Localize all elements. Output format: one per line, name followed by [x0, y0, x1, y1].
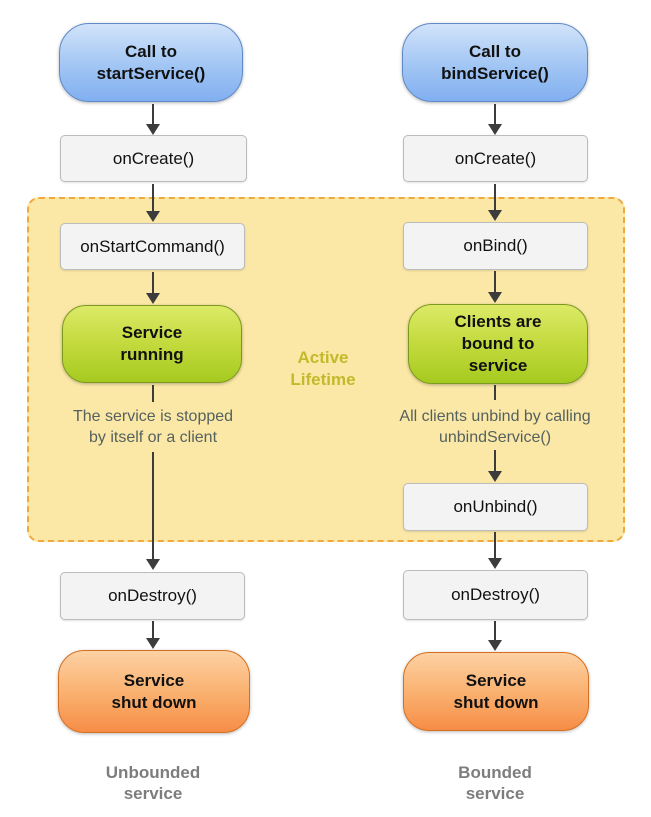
stopped-note: The service is stopped by itself or a cl…: [72, 408, 234, 446]
bounded-service-caption: Bounded service: [458, 763, 532, 803]
arrow-note-to-ondestroy-left: [146, 452, 160, 570]
arrow-onstartcommand-to-running: [146, 272, 160, 304]
service-shutdown-right-node: Service shut down: [403, 652, 589, 731]
active-lifetime-label: Active Lifetime: [290, 348, 356, 389]
arrow-head: [488, 471, 502, 482]
arrow-shaft: [494, 184, 496, 212]
arrow-shaft: [494, 450, 496, 473]
arrow-shaft: [152, 452, 154, 561]
arrow-shaft: [152, 621, 154, 640]
arrow-shaft: [152, 104, 154, 126]
onunbind-node: onUnbind(): [403, 483, 588, 531]
service-running-node: Service running: [62, 305, 242, 383]
arrow-shaft: [494, 532, 496, 560]
arrow-onunbind-to-ondestroy: [488, 532, 502, 569]
arrow-shaft: [494, 385, 496, 400]
service-shutdown-left-node: Service shut down: [58, 650, 250, 733]
arrow-head: [146, 638, 160, 649]
arrow-shaft: [494, 271, 496, 294]
ondestroy-left-node: onDestroy(): [60, 572, 245, 620]
arrow-head: [488, 640, 502, 651]
clients-bound-node: Clients are bound to service: [408, 304, 588, 384]
arrow-shaft: [494, 621, 496, 642]
arrow-head: [488, 124, 502, 135]
arrow-head: [146, 559, 160, 570]
bind-service-node: Call to bindService(): [402, 23, 588, 102]
arrow-ondestroy-to-shutdown-left: [146, 621, 160, 649]
onstartcommand-node: onStartCommand(): [60, 223, 245, 270]
arrow-onbind-to-bound: [488, 271, 502, 303]
oncreate-right-node: onCreate(): [403, 135, 588, 182]
arrow-start-to-oncreate-right: [488, 104, 502, 135]
arrow-head: [146, 124, 160, 135]
arrow-shaft: [494, 104, 496, 126]
arrow-shaft: [152, 272, 154, 295]
arrow-ondestroy-to-shutdown-right: [488, 621, 502, 651]
arrow-head: [488, 558, 502, 569]
onbind-node: onBind(): [403, 222, 588, 270]
arrow-head: [488, 210, 502, 221]
arrow-note-to-onunbind: [488, 450, 502, 482]
unbind-note: All clients unbind by calling unbindServ…: [399, 408, 591, 446]
arrow-start-to-oncreate-left: [146, 104, 160, 135]
arrow-shaft: [152, 385, 154, 402]
start-service-node: Call to startService(): [59, 23, 243, 102]
unbounded-service-caption: Unbounded service: [105, 763, 201, 803]
oncreate-left-node: onCreate(): [60, 135, 247, 182]
arrow-oncreate-to-onbind: [488, 184, 502, 221]
arrow-head: [146, 293, 160, 304]
arrow-head: [146, 211, 160, 222]
ondestroy-right-node: onDestroy(): [403, 570, 588, 620]
arrow-oncreate-to-onstartcommand: [146, 184, 160, 222]
arrow-head: [488, 292, 502, 303]
arrow-shaft: [152, 184, 154, 213]
arrow-stub-bound-to-note: [488, 385, 502, 400]
arrow-stub-running-to-note: [146, 385, 160, 402]
